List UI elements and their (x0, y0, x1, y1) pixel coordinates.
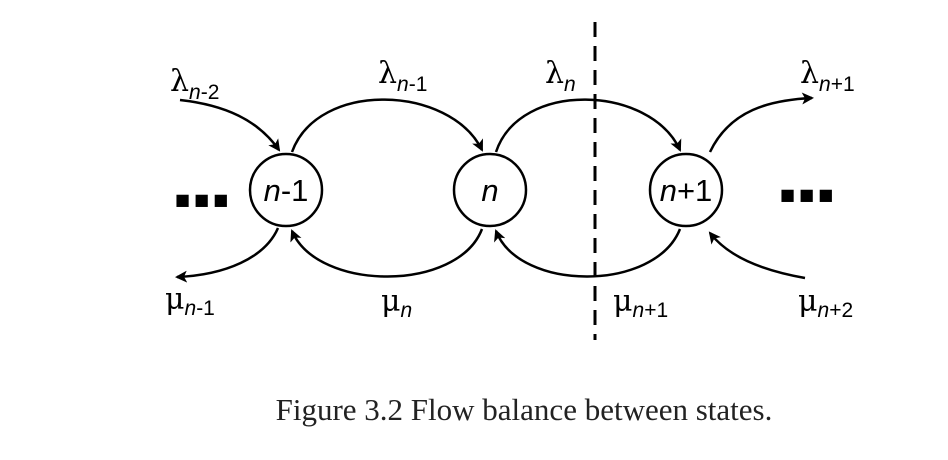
state-label-n: n (481, 173, 498, 208)
service-arrow-n-to-n-minus-1 (290, 228, 484, 278)
arrival-arrow-out-of-n-plus-1 (708, 92, 814, 153)
service-label-mu-n-minus-1: μn-1 (165, 282, 215, 320)
state-node-n (452, 152, 528, 228)
arrival-label-lambda-n-minus-2: λn-2 (170, 64, 219, 104)
left-ellipsis: ■■■ (175, 190, 232, 209)
figure-caption: Figure 3.2 Flow balance between states. (275, 392, 773, 427)
arrival-arrow-n-to-n-plus-1 (494, 98, 682, 153)
arrival-label-lambda-n: λn (545, 56, 576, 96)
arrival-arrow-into-n-minus-1 (179, 98, 281, 152)
state-node-n-plus-1 (648, 152, 724, 228)
service-label-mu-n: μn (381, 284, 412, 322)
arrival-arrow-n-minus-1-to-n (290, 98, 484, 153)
service-label-mu-n-plus-2: μn+2 (798, 284, 853, 322)
state-label-n-plus-1: n+1 (660, 173, 713, 208)
service-arrow-n-plus-1-to-n (494, 228, 682, 278)
right-ellipsis: ■■■ (780, 185, 837, 204)
state-label-n-minus-1: n-1 (264, 173, 309, 208)
arrival-label-lambda-n-minus-1: λn-1 (378, 56, 427, 96)
state-node-n-minus-1 (248, 152, 324, 228)
arrival-label-lambda-n-plus-1: λn+1 (800, 56, 855, 96)
service-arrow-out-of-n-minus-1 (175, 227, 280, 283)
service-arrow-into-n-plus-1 (708, 231, 806, 280)
service-label-mu-n-plus-1: μn+1 (613, 284, 668, 322)
